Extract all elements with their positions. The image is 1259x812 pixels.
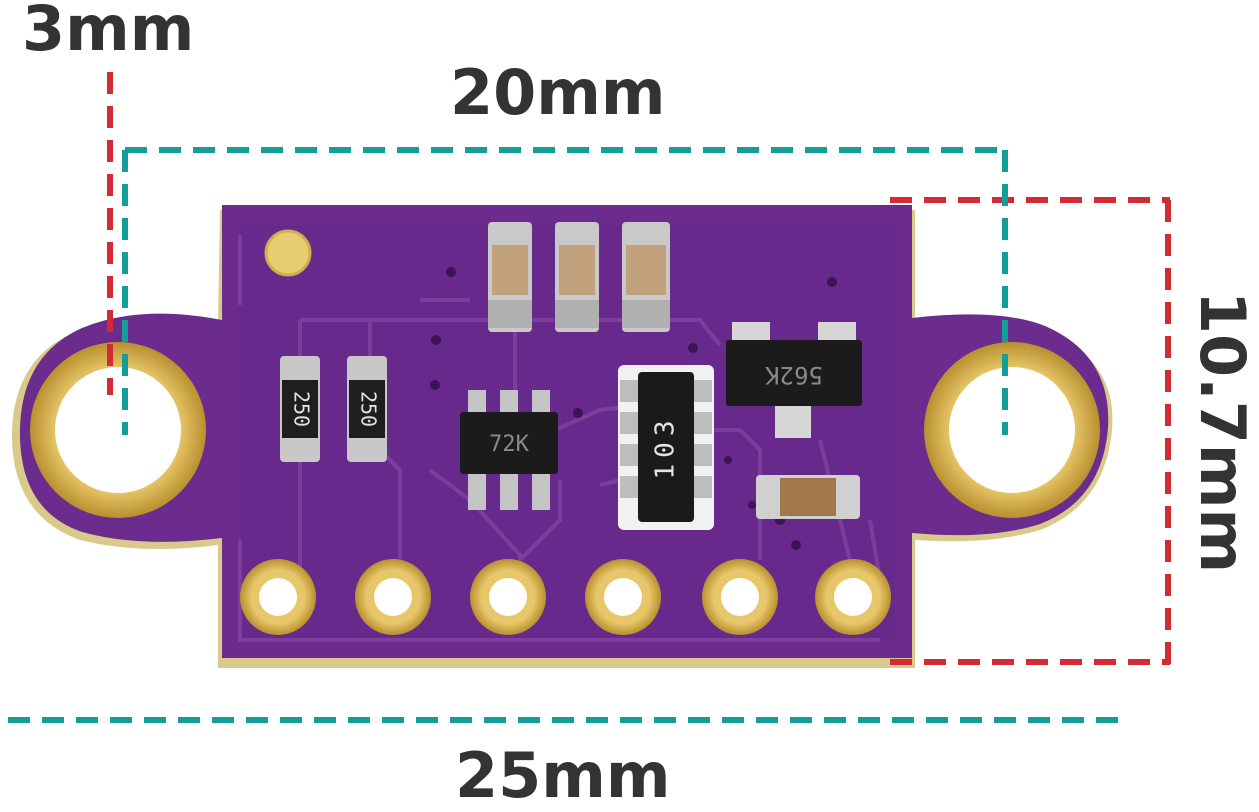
dimension-lines-teal (8, 147, 1128, 723)
regulator-ic-label: 72K (489, 432, 529, 457)
pin-5 (702, 559, 778, 635)
capacitor-small (756, 475, 860, 519)
pin-3 (470, 559, 546, 635)
transistor-label: 562K (765, 361, 823, 389)
pin1-marker (264, 229, 312, 277)
hole-spacing-label: 20mm (450, 56, 666, 129)
transistor: 562K (726, 322, 862, 438)
pcb-vias (430, 267, 837, 550)
pin-6 (815, 559, 891, 635)
regulator-ic: 72K (460, 390, 558, 510)
hole-offset-label: 3mm (22, 0, 195, 65)
resistor-r2-label: 250 (357, 391, 381, 427)
mounting-hole-right (924, 342, 1100, 518)
resistor-network-label: 103 (651, 415, 681, 480)
pin-4 (585, 559, 661, 635)
dimension-lines-red (107, 72, 1171, 665)
mounting-hole-left (30, 342, 206, 518)
pin-2 (355, 559, 431, 635)
capacitors-top (488, 222, 670, 332)
board-length-label: 25mm (455, 739, 671, 812)
resistor-network: 103 (618, 365, 714, 530)
resistor-r2: 250 (347, 356, 387, 462)
pin-1 (240, 559, 316, 635)
resistor-r1: 250 (280, 356, 320, 462)
header-pins (240, 559, 891, 635)
board-width-label: 10.7mm (1186, 290, 1259, 574)
resistor-r1-label: 250 (290, 391, 314, 427)
